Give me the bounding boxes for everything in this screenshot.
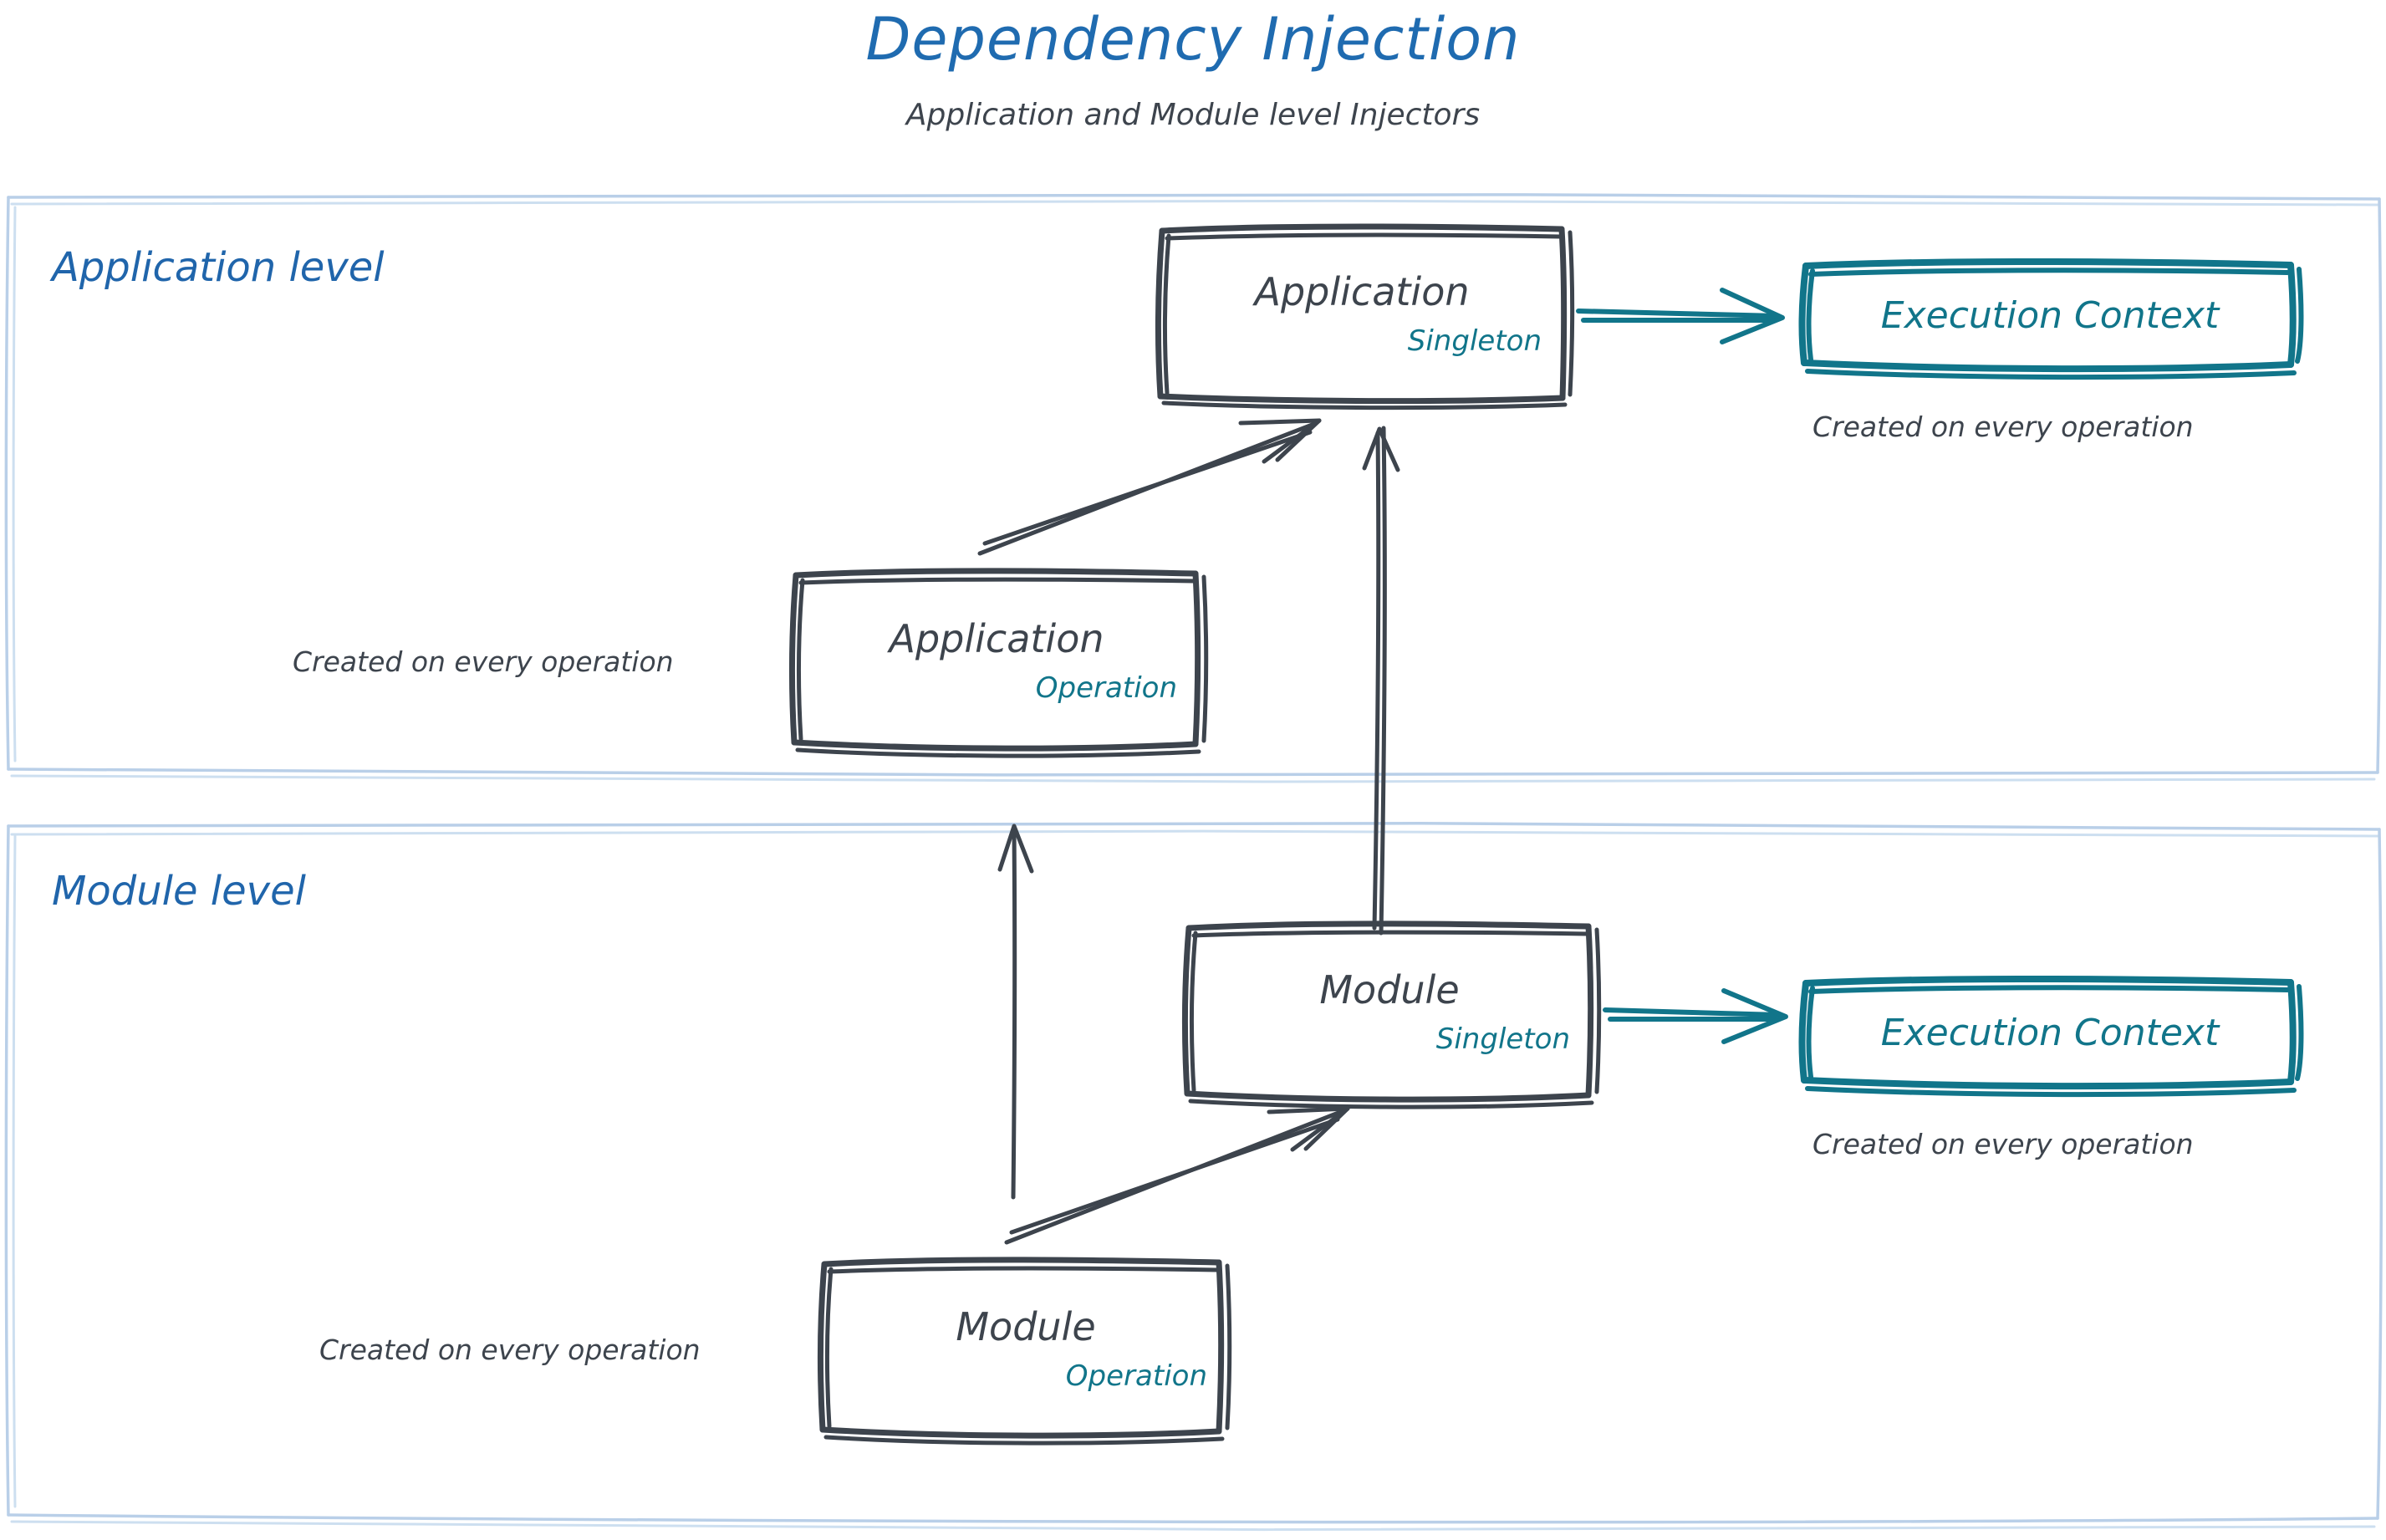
application-singleton-box[interactable] (1155, 223, 1575, 410)
arrow-module-singleton-to-application-singleton (1362, 426, 1400, 936)
module-execution-context-label: Execution Context (1880, 1011, 2220, 1054)
application-execution-context-label: Execution Context (1880, 293, 2220, 337)
application-level-label: Application level (52, 244, 385, 291)
page-subtitle: Application and Module level Injectors (905, 98, 1481, 132)
module-singleton-scope: Singleton (1435, 1022, 1570, 1056)
application-singleton-title: Application (1254, 269, 1470, 314)
application-singleton-scope: Singleton (1407, 324, 1542, 358)
module-singleton-node[interactable]: Module Singleton (1187, 926, 1592, 1097)
module-operation-box[interactable] (818, 1257, 1232, 1446)
module-singleton-box[interactable] (1182, 920, 1602, 1109)
module-execution-context-box[interactable] (1798, 975, 2304, 1098)
application-execution-context-box[interactable] (1798, 258, 2304, 380)
module-operation-title: Module (956, 1304, 1096, 1349)
application-execution-context-node[interactable]: Execution Context (1804, 264, 2296, 366)
application-operation-scope: Operation (1035, 671, 1177, 705)
module-level-label: Module level (52, 868, 306, 915)
arrow-module-operation-to-singleton (1004, 1106, 1350, 1245)
module-singleton-title: Module (1319, 967, 1460, 1012)
arrow-application-operation-to-singleton (977, 418, 1322, 556)
module-operation-node[interactable]: Module Operation (823, 1262, 1229, 1435)
application-operation-node[interactable]: Application Operation (794, 574, 1199, 747)
arrow-application-to-execution-context (1576, 288, 1785, 344)
application-singleton-node[interactable]: Application Singleton (1160, 229, 1563, 398)
module-execution-context-node[interactable]: Execution Context (1804, 982, 2296, 1084)
application-execution-context-note: Created on every operation (1812, 410, 2194, 443)
arrow-module-operation-to-application-operation (997, 824, 1034, 1200)
module-execution-context-note: Created on every operation (1812, 1128, 2194, 1160)
module-operation-note: Created on every operation (319, 1333, 701, 1366)
page-title: Dependency Injection (865, 5, 1521, 74)
arrow-module-to-execution-context (1603, 988, 1788, 1044)
module-operation-scope: Operation (1065, 1359, 1207, 1393)
application-operation-box[interactable] (789, 568, 1209, 758)
application-operation-title: Application (889, 616, 1104, 661)
application-operation-note: Created on every operation (293, 645, 674, 678)
